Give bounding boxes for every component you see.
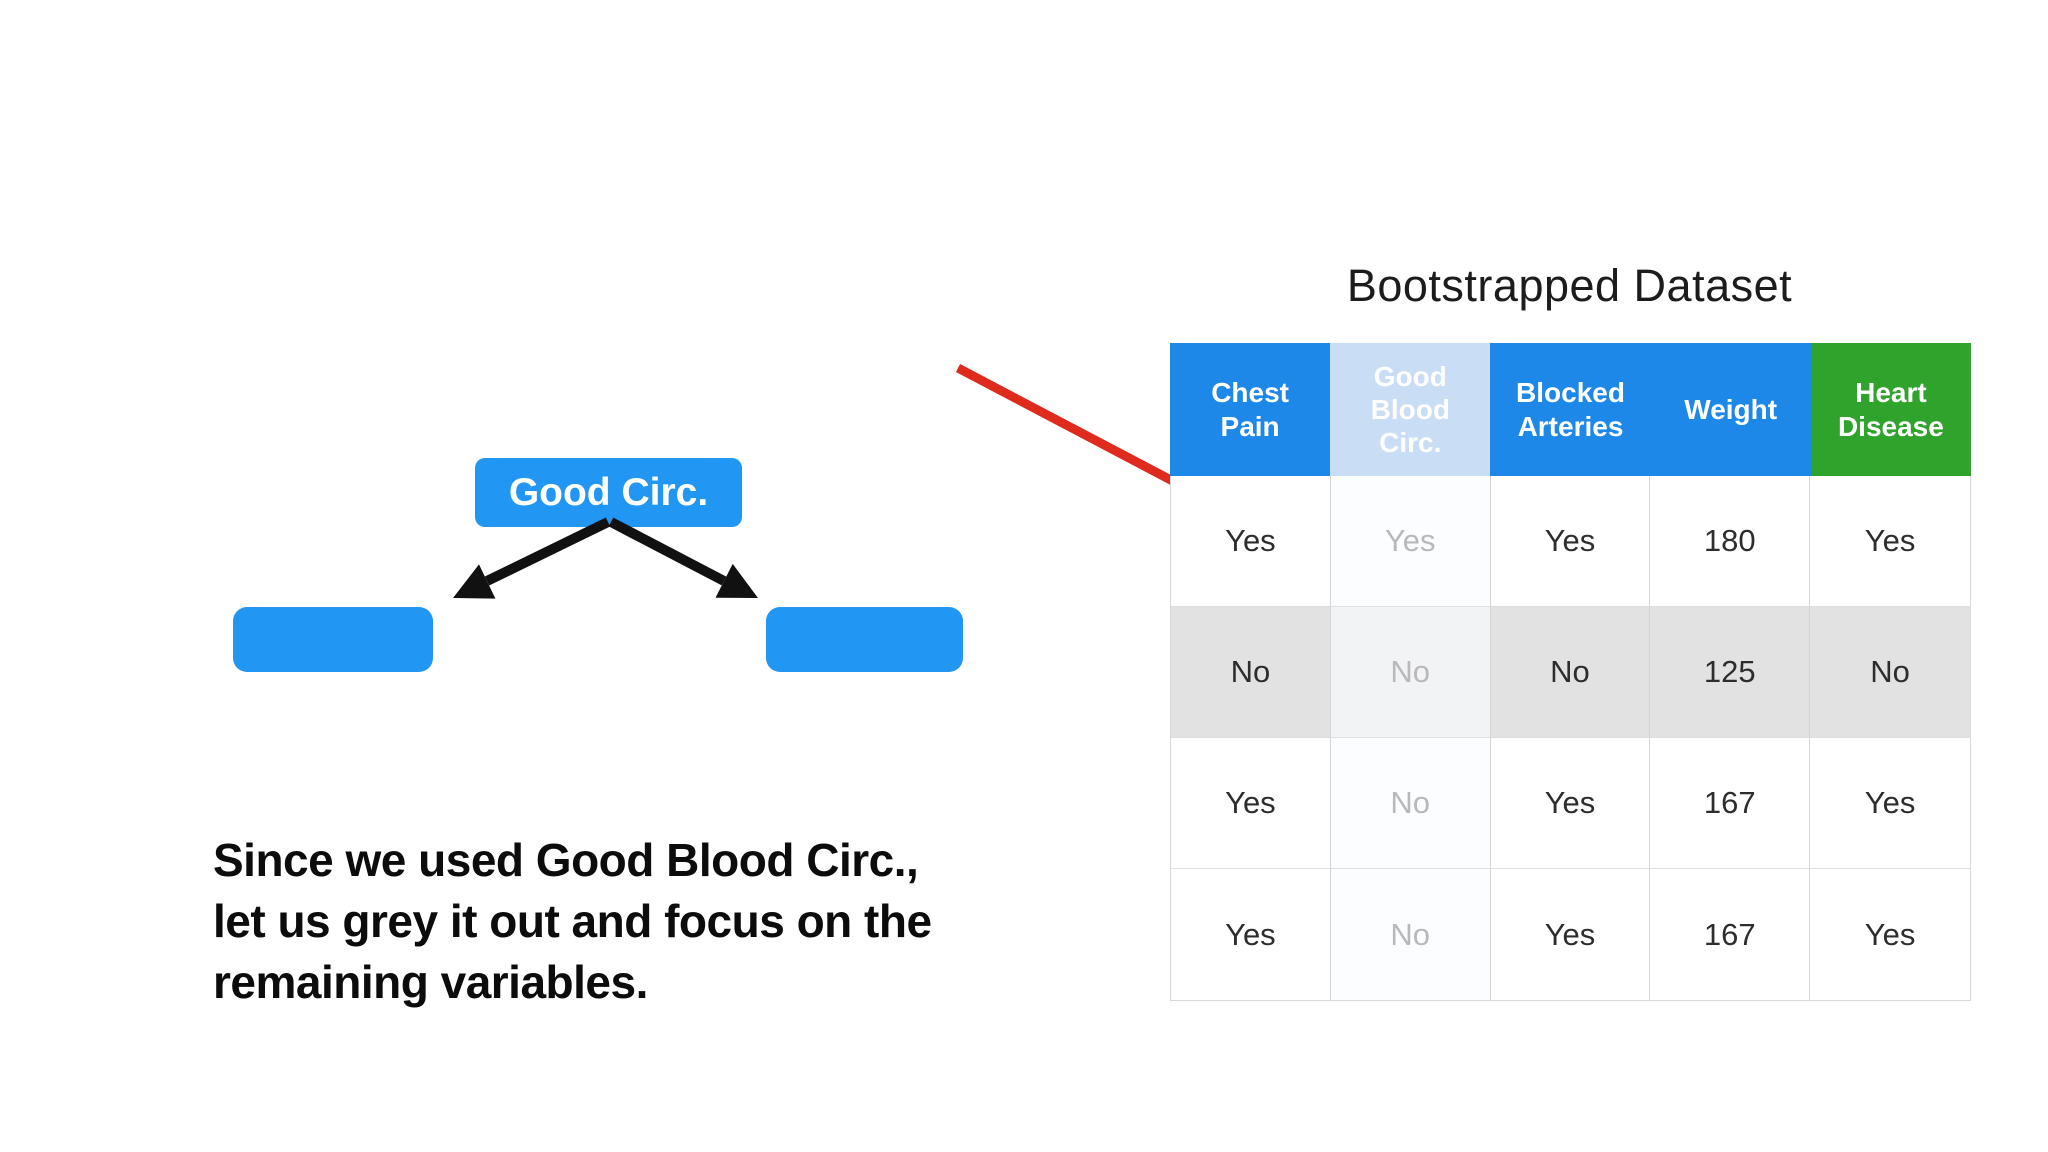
table-cell: 125 xyxy=(1650,607,1811,738)
col-header-heart-disease: Heart Disease xyxy=(1810,343,1971,476)
table-cell: 180 xyxy=(1650,476,1811,607)
table-cell: Yes xyxy=(1810,738,1970,869)
table-cell-muted: No xyxy=(1330,738,1491,869)
table-cell: 167 xyxy=(1650,738,1811,869)
table-cell-muted: No xyxy=(1330,607,1491,738)
table-row: Yes Yes Yes 180 Yes xyxy=(1171,476,1970,607)
tree-arrow-right xyxy=(608,517,758,598)
table-cell: Yes xyxy=(1810,869,1970,1000)
table-body: Yes Yes Yes 180 Yes No No No 125 No Yes … xyxy=(1170,476,1971,1001)
table-cell: Yes xyxy=(1171,476,1331,607)
table-row: Yes No Yes 167 Yes xyxy=(1171,738,1970,869)
node-right-child xyxy=(766,607,963,672)
table-cell: Yes xyxy=(1490,476,1651,607)
col-header-chest-pain: Chest Pain xyxy=(1170,343,1331,476)
table-cell: No xyxy=(1810,607,1970,738)
table-cell: Yes xyxy=(1490,869,1651,1000)
table-header-row: Chest Pain Good Blood Circ. Blocked Arte… xyxy=(1170,343,1971,476)
tree-arrow-left xyxy=(453,517,611,599)
caption-text: Since we used Good Blood Circ., let us g… xyxy=(213,830,1113,1013)
table-cell: Yes xyxy=(1171,738,1331,869)
col-header-blocked-arteries: Blocked Arteries xyxy=(1490,343,1651,476)
node-left-child xyxy=(233,607,433,672)
table-cell-muted: No xyxy=(1330,869,1491,1000)
table-cell: Yes xyxy=(1171,869,1331,1000)
col-header-good-blood-circ: Good Blood Circ. xyxy=(1330,343,1491,476)
node-good-circ: Good Circ. xyxy=(475,458,742,527)
table-row: No No No 125 No xyxy=(1171,607,1970,738)
node-good-circ-label: Good Circ. xyxy=(508,470,709,514)
caption-line: let us grey it out and focus on the xyxy=(213,895,932,947)
bootstrapped-dataset-table: Chest Pain Good Blood Circ. Blocked Arte… xyxy=(1170,343,1971,1001)
col-header-weight: Weight xyxy=(1650,343,1811,476)
table-cell-muted: Yes xyxy=(1330,476,1491,607)
caption-line: remaining variables. xyxy=(213,956,648,1008)
table-cell: Yes xyxy=(1490,738,1651,869)
table-title: Bootstrapped Dataset xyxy=(1346,260,1793,311)
table-cell: Yes xyxy=(1810,476,1970,607)
table-row: Yes No Yes 167 Yes xyxy=(1171,869,1970,1000)
caption-line: Since we used Good Blood Circ., xyxy=(213,834,919,886)
table-cell: No xyxy=(1171,607,1331,738)
table-cell: 167 xyxy=(1650,869,1811,1000)
table-cell: No xyxy=(1490,607,1651,738)
